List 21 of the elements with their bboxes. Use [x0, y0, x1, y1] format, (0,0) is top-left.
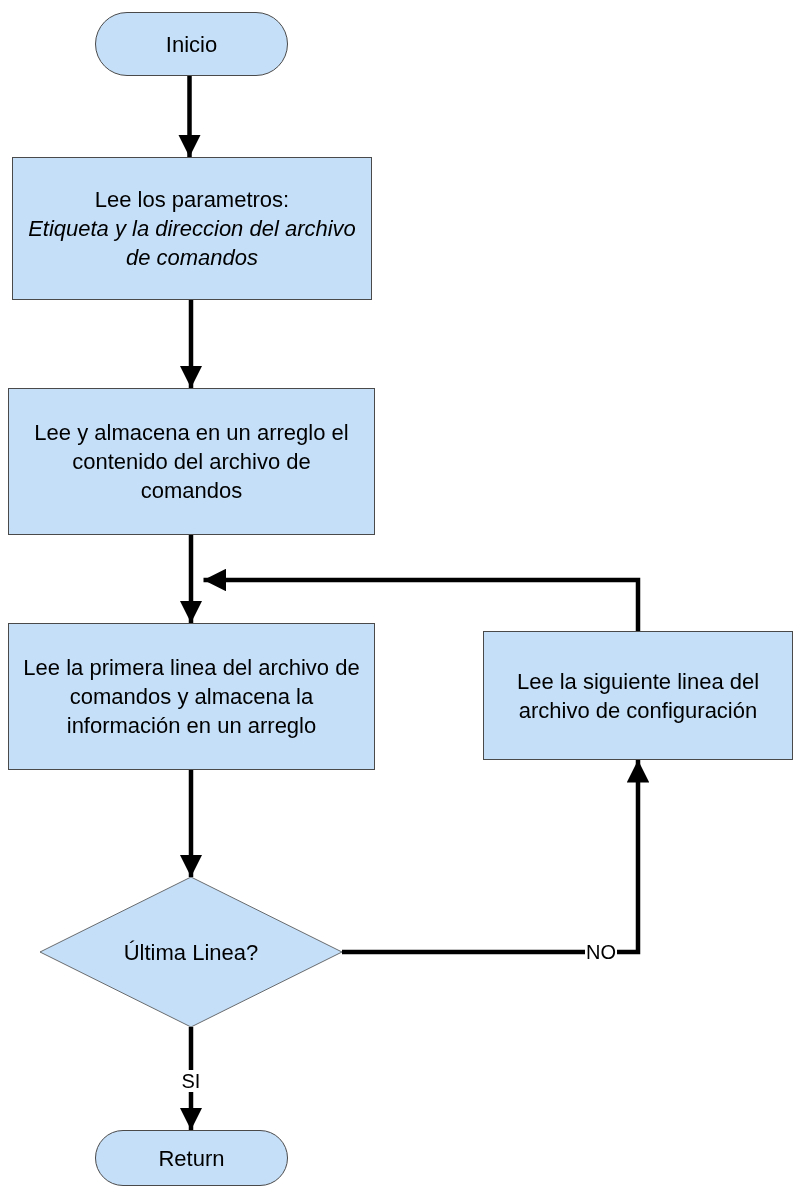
- process-box: [12, 157, 372, 300]
- node-label: Lee los parametros:: [94, 186, 290, 214]
- process-box: [483, 631, 793, 760]
- end-terminal: [95, 1130, 288, 1186]
- arrow: [179, 300, 203, 388]
- node-label: Return: [158, 1144, 225, 1173]
- arrow: [342, 760, 650, 955]
- edge-label: SI: [180, 1069, 202, 1092]
- arrow: [179, 770, 203, 877]
- node-label: Última Linea?: [123, 938, 259, 967]
- node-label: Lee la siguiente linea del archivo de configuración: [515, 667, 761, 725]
- node-label: Lee la primera linea del archivo de comandos y almacena la información en un arreglo: [22, 654, 361, 740]
- arrow: [178, 76, 201, 157]
- process-box: [8, 623, 375, 770]
- node-detail: Etiqueta y la direccion del archivo de comandos: [27, 215, 357, 272]
- node-label: Inicio: [165, 30, 218, 59]
- arrow: [179, 535, 203, 623]
- arrow: [203, 568, 641, 631]
- node-label: Lee y almacena en un arreglo el contenido del archivo de comandos: [33, 419, 350, 505]
- decision-diamond: [40, 877, 342, 1027]
- process-box: [8, 388, 375, 535]
